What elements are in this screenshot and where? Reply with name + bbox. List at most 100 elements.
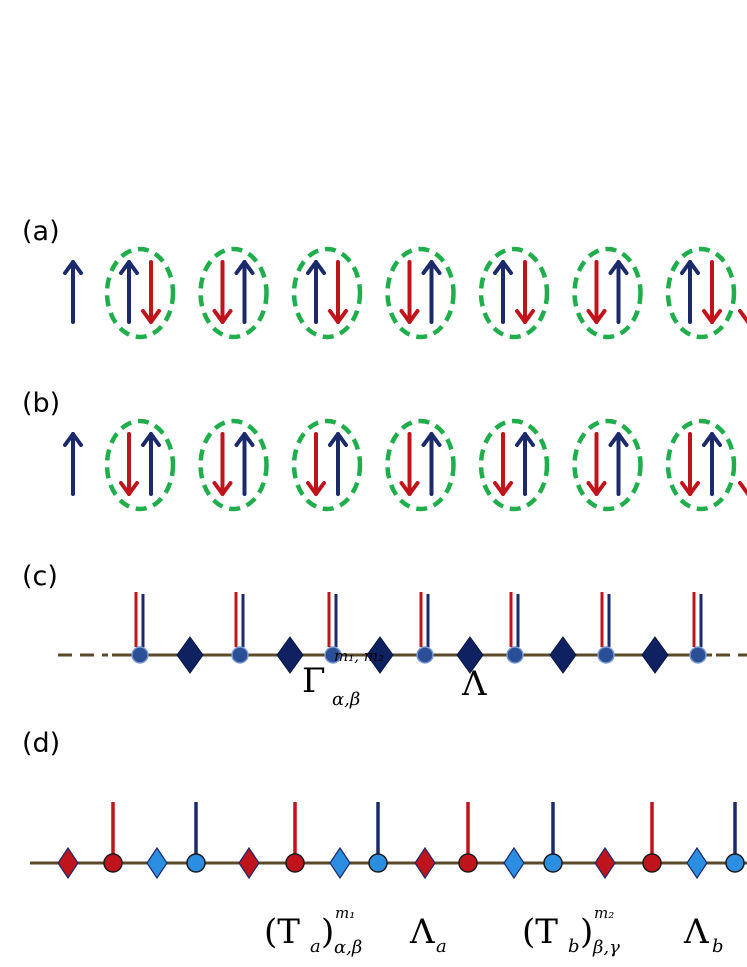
ta-base: (T (264, 912, 300, 952)
spin-down-arrow (328, 260, 348, 324)
singlet-pair (104, 418, 176, 512)
dashed-pair-circle (198, 418, 269, 512)
singlet-pair (572, 418, 643, 512)
arrow-head (586, 309, 607, 324)
dashed-pair-circle (385, 418, 456, 512)
lambda-b-label: Λ b (683, 912, 724, 957)
dashed-pair-circle (572, 418, 643, 512)
tb-node (368, 802, 388, 873)
tb-tensor-label: (T b ) m₂ β,γ (522, 904, 620, 958)
arrow-head (421, 432, 442, 447)
lambda-b-diamond (329, 846, 351, 880)
spin-up-arrow (234, 260, 255, 324)
spin-up-arrow (234, 432, 255, 496)
panel-d-chain (30, 802, 747, 880)
spin-up-arrow (680, 260, 700, 324)
spin-down-arrow (702, 260, 722, 324)
lambda-b-diamond (503, 846, 525, 880)
arrow-head (738, 481, 747, 496)
gamma-node (689, 592, 707, 664)
arrow-head (306, 481, 326, 496)
singlet-pair (385, 246, 456, 340)
ta-subscript: α,β (334, 937, 362, 958)
arrow-head (515, 432, 535, 447)
dashed-pair-circle (665, 418, 737, 512)
spin-down-arrow (515, 260, 535, 324)
arrow-head (399, 309, 420, 324)
arrow-head (63, 260, 83, 275)
spin-down-arrow (586, 432, 607, 496)
arrow-head (234, 432, 255, 447)
tensor-node-circle (458, 853, 478, 873)
dashed-pair-circle (291, 246, 363, 340)
arrow-head (702, 432, 722, 447)
singlet-pair (198, 246, 269, 340)
singlet-pair (478, 246, 550, 340)
arrow-head (141, 309, 161, 324)
arrow-head (63, 432, 83, 447)
tb-subscript: β,γ (592, 937, 620, 958)
spin-up-arrow (421, 260, 442, 324)
lambda-b-diamond (686, 846, 708, 880)
lambda-a-subscript: a (436, 936, 447, 957)
dashed-pair-circle (198, 246, 269, 340)
singlet-pair (198, 418, 269, 512)
ta-close: ) (321, 912, 334, 952)
arrow-head (680, 260, 700, 275)
lambda-diamond (176, 636, 204, 674)
dashed-pair-circle (478, 246, 550, 340)
dashed-pair-circle (572, 246, 643, 340)
spin-down-arrow (212, 260, 233, 324)
gamma-tensor-label: Γ m₁, m₂ α,β (302, 647, 384, 710)
arrow-head (328, 309, 348, 324)
gamma-node (416, 592, 434, 664)
ta-tensor-label: (T a ) m₁ α,β (264, 904, 362, 958)
lambda-b-diamond (146, 846, 168, 880)
arrow-head (119, 481, 139, 496)
tb-node (543, 802, 563, 873)
lambda-label: Λ (461, 664, 487, 704)
arrow-head (493, 481, 513, 496)
lambda-diamond (549, 636, 577, 674)
spin-up-arrow (306, 260, 326, 324)
arrow-head (608, 432, 629, 447)
spin-up-arrow (515, 432, 535, 496)
gamma-node (324, 592, 342, 664)
gamma-node-circle (324, 646, 342, 664)
spin-down-arrow (212, 432, 233, 496)
lambda-diamond (276, 636, 304, 674)
panel-d-label: (d) (22, 728, 60, 759)
singlet-pair (665, 246, 737, 340)
spin-down-arrow (119, 432, 139, 496)
gamma-node-circle (416, 646, 434, 664)
ta-superscript: m₁ (335, 904, 355, 922)
panel-a-spin-row (63, 246, 747, 340)
gamma-node (231, 592, 249, 664)
spin-up-arrow (141, 432, 161, 496)
spin-down-arrow (680, 432, 700, 496)
ta-node (642, 802, 662, 873)
gamma-node (131, 592, 149, 664)
panel-a-label: (a) (22, 216, 60, 247)
singlet-pair (665, 418, 737, 512)
spin-up-arrow (119, 260, 139, 324)
tb-node (725, 802, 745, 873)
arrow-head (515, 309, 535, 324)
arrow-head (421, 260, 442, 275)
arrow-head (328, 432, 348, 447)
arrow-head (608, 260, 629, 275)
gamma-node (506, 592, 524, 664)
arrow-head (234, 260, 255, 275)
gamma-node-circle (689, 646, 707, 664)
tensor-node-circle (285, 853, 305, 873)
trailing-spin-arrow (738, 309, 747, 324)
trailing-spin-arrow (738, 481, 747, 496)
singlet-pair (291, 246, 363, 340)
arrow-head (738, 309, 747, 324)
arrow-head (702, 309, 722, 324)
tensor-node-circle (368, 853, 388, 873)
arrow-head (493, 260, 513, 275)
ta-node (458, 802, 478, 873)
lambda-a-diamond (594, 846, 616, 880)
spin-down-arrow (399, 260, 420, 324)
